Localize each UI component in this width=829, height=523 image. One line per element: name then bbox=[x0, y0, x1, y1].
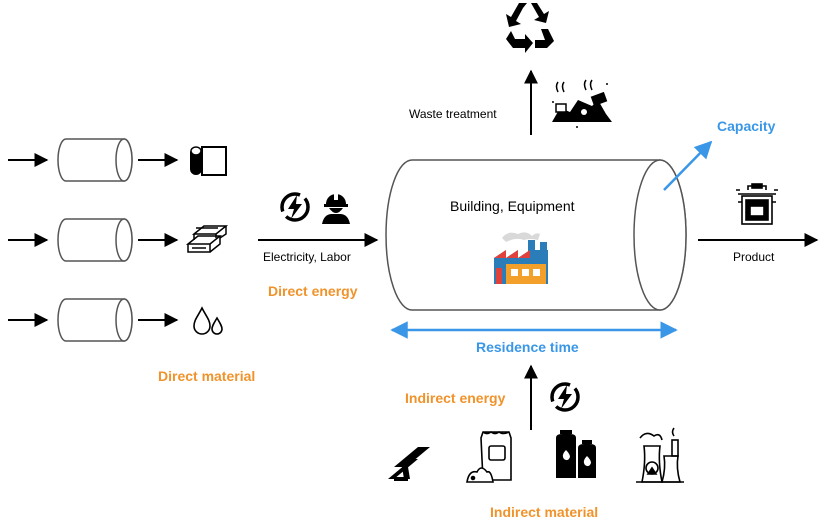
cement-bag-icon bbox=[466, 431, 512, 483]
building-equipment-label: Building, Equipment bbox=[450, 198, 575, 214]
product-icon bbox=[736, 183, 778, 225]
product-label: Product bbox=[733, 250, 775, 264]
lightning-bolt-icon bbox=[550, 382, 580, 412]
steel-beam-icon bbox=[388, 447, 430, 481]
indirect-energy-label: Indirect energy bbox=[405, 390, 506, 406]
lightning-bolt-icon bbox=[280, 192, 310, 222]
direct-material-label: Direct material bbox=[158, 368, 256, 384]
liquid-drops-icon bbox=[193, 306, 223, 335]
indirect-material-label: Indirect material bbox=[490, 504, 599, 520]
gas-cylinder-icon bbox=[556, 430, 596, 478]
direct-material-row-1 bbox=[8, 138, 227, 182]
small-process-cylinder bbox=[57, 298, 133, 342]
small-process-cylinder bbox=[57, 218, 133, 262]
capacity-arrow bbox=[663, 140, 713, 191]
worker-icon bbox=[322, 194, 350, 224]
direct-material-row-2 bbox=[8, 218, 229, 262]
residence-time-label: Residence time bbox=[476, 339, 579, 355]
factory-icon bbox=[494, 232, 548, 284]
power-plant-icon bbox=[636, 427, 684, 483]
small-process-cylinder bbox=[57, 138, 133, 182]
direct-material-row-3 bbox=[8, 298, 223, 342]
waste-treatment-label: Waste treatment bbox=[409, 107, 497, 121]
capacity-label: Capacity bbox=[717, 118, 776, 134]
recycle-icon bbox=[506, 3, 554, 53]
timber-icon bbox=[185, 225, 229, 253]
direct-energy-label: Direct energy bbox=[268, 283, 358, 299]
waste-pile-icon bbox=[552, 79, 612, 128]
electricity-labor-label: Electricity, Labor bbox=[263, 250, 351, 264]
paper-roll-icon bbox=[190, 146, 227, 176]
